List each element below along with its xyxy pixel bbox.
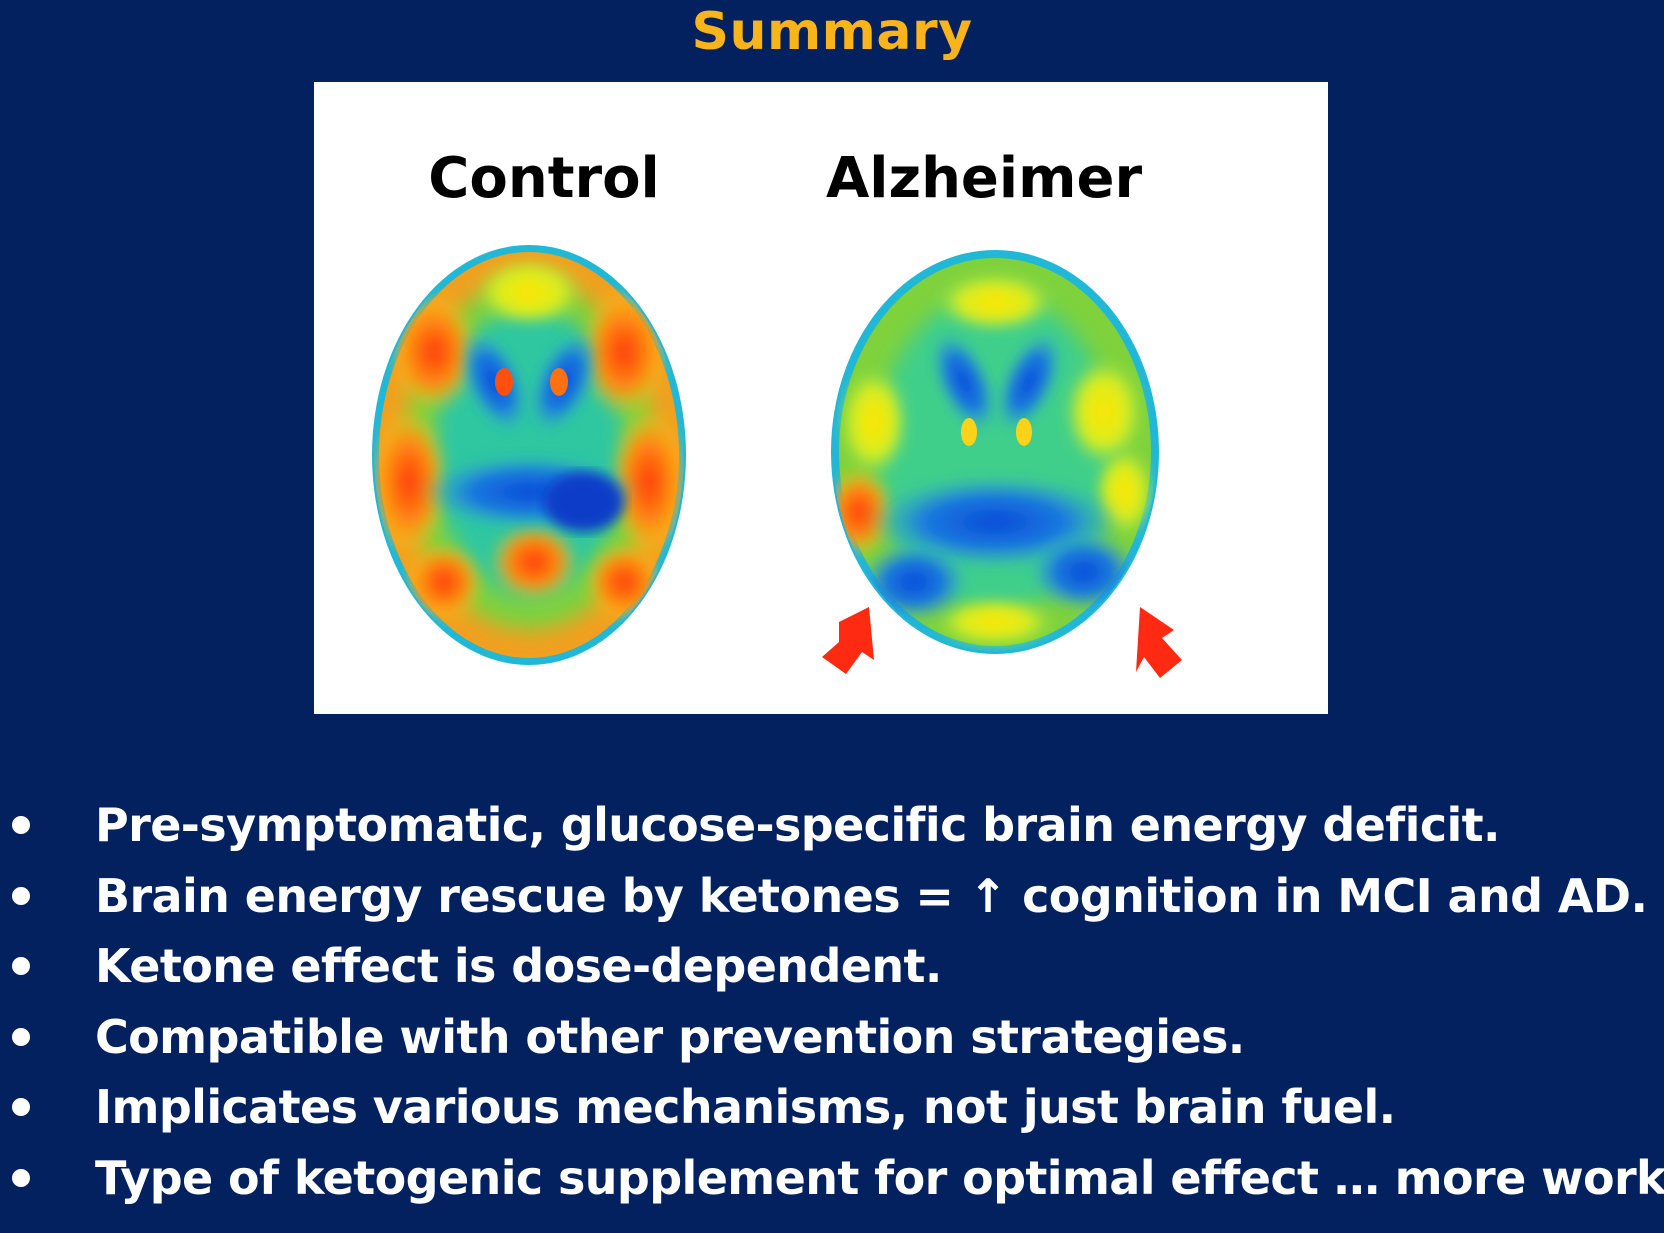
- bullet-text: Implicates various mechanisms, not just …: [95, 1080, 1396, 1134]
- slide-title: Summary: [691, 2, 973, 62]
- bullet-item: Compatible with other prevention strateg…: [0, 1002, 1664, 1073]
- control-label: Control: [428, 146, 660, 211]
- pet-scan-images: [372, 245, 1182, 678]
- bullet-dot: [12, 1098, 30, 1116]
- bullet-item: Pre-symptomatic, glucose-specific brain …: [0, 790, 1664, 861]
- bullet-dot: [12, 957, 30, 975]
- right-arrow-icon: [1136, 607, 1182, 678]
- bullet-text: Brain energy rescue by ketones = ↑ cogni…: [95, 868, 1648, 923]
- summary-bullet-list: Pre-symptomatic, glucose-specific brain …: [0, 790, 1664, 1213]
- bullet-text: Pre-symptomatic, glucose-specific brain …: [95, 798, 1501, 852]
- left-arrow-icon: [822, 607, 874, 674]
- bullet-dot: [12, 1168, 30, 1187]
- bullet-dot: [12, 1027, 30, 1046]
- alzheimer-label: Alzheimer: [825, 146, 1143, 211]
- bullet-text: Ketone effect is dose-dependent.: [95, 939, 942, 993]
- bullet-item: Ketone effect is dose-dependent.: [0, 931, 1664, 1002]
- bullet-item: Type of ketogenic supplement for optimal…: [0, 1143, 1664, 1214]
- bullet-dot: [12, 886, 30, 905]
- alzheimer-brain-scan: [831, 250, 1159, 654]
- bullet-text: Compatible with other prevention strateg…: [95, 1009, 1245, 1064]
- bullet-item: Brain energy rescue by ketones = ↑ cogni…: [0, 861, 1664, 932]
- bullet-dot: [12, 816, 30, 834]
- pet-scan-figure: Control Alzheimer: [314, 82, 1328, 714]
- bullet-text: Type of ketogenic supplement for optimal…: [95, 1150, 1664, 1205]
- bullet-item: Implicates various mechanisms, not just …: [0, 1072, 1664, 1143]
- control-brain-scan: [372, 245, 686, 665]
